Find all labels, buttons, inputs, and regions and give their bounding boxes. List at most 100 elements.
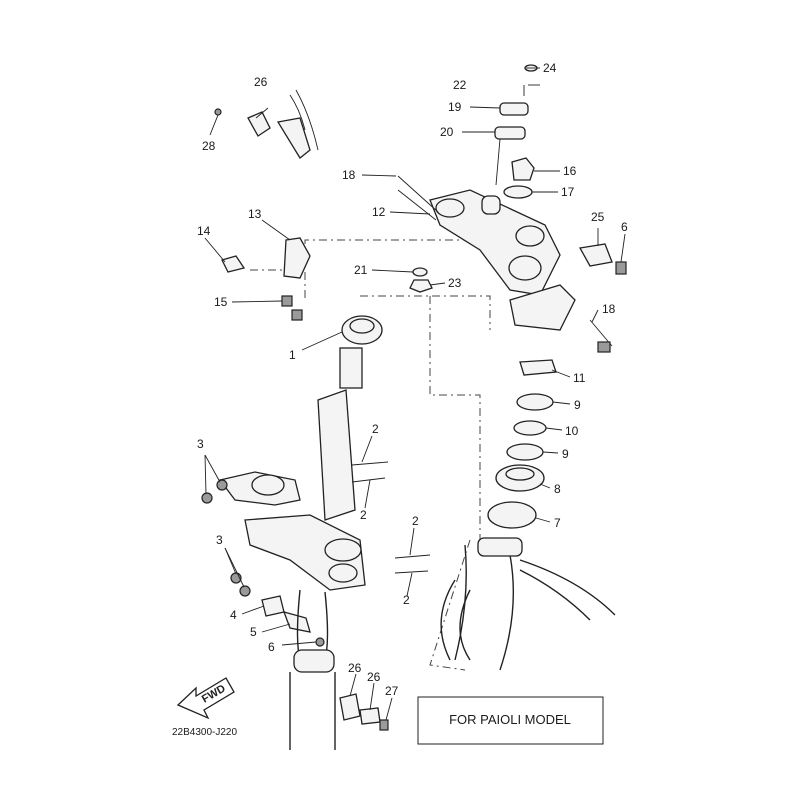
bolt-6	[615, 261, 627, 275]
callout-4: 4	[230, 608, 237, 622]
callout-27: 27	[385, 684, 399, 698]
callout-2b: 2	[360, 508, 367, 522]
callout-25: 25	[591, 210, 605, 224]
cover-11	[519, 359, 557, 376]
callout-9b: 9	[562, 447, 569, 461]
washer-21	[412, 267, 428, 277]
bracket-13	[283, 237, 311, 279]
callout-24: 24	[543, 61, 557, 75]
callout-26a: 26	[254, 75, 268, 89]
callout-26c: 26	[367, 670, 381, 684]
bolt-2	[394, 554, 431, 559]
bracket-26	[339, 693, 361, 721]
clip-5	[282, 611, 311, 633]
fork-leg	[289, 672, 336, 750]
guide-line	[360, 295, 491, 540]
callout-16: 16	[563, 164, 577, 178]
frame-tube	[440, 579, 471, 661]
callout-2c: 2	[412, 514, 419, 528]
callout-17: 17	[561, 185, 575, 199]
callout-18b: 18	[602, 302, 616, 316]
frame-head-pipe	[454, 544, 616, 671]
cable	[289, 89, 319, 151]
fork-hole	[324, 538, 362, 562]
callout-6a: 6	[621, 220, 628, 234]
bolt-27	[379, 719, 389, 731]
drawing-code: 22B4300-J220	[172, 727, 237, 738]
bolt-2	[351, 477, 386, 483]
nut-3	[239, 585, 251, 597]
guide-line	[429, 539, 471, 671]
boss	[481, 195, 501, 215]
bolt-15b	[291, 309, 303, 321]
screw-6	[315, 637, 325, 647]
under-bracket-hole	[251, 474, 285, 496]
guide-line	[304, 239, 470, 298]
callout-20: 20	[440, 125, 454, 139]
callout-7: 7	[554, 516, 561, 530]
callout-19: 19	[448, 100, 462, 114]
clamp-hole	[435, 198, 465, 218]
bolt-18	[397, 189, 437, 221]
cable-guide	[276, 117, 311, 159]
callout-23: 23	[448, 276, 462, 290]
bolt-2	[351, 461, 389, 466]
bolt-15	[281, 295, 293, 307]
callout-6b: 6	[268, 640, 275, 654]
head-pipe-top	[477, 537, 523, 557]
handle-holder-19	[499, 102, 529, 116]
callout-28: 28	[202, 139, 216, 153]
fork-clamp	[508, 255, 542, 281]
leader-lines	[204, 67, 626, 721]
washer-10	[513, 420, 547, 436]
callout-12: 12	[372, 205, 386, 219]
callout-9a: 9	[574, 398, 581, 412]
callout-3b: 3	[216, 533, 223, 547]
fork-hole-2	[328, 563, 358, 583]
callout-21: 21	[354, 263, 368, 277]
bolt-18	[397, 175, 439, 213]
nut-3	[216, 479, 228, 491]
bracket-26	[247, 111, 271, 137]
nut-16	[511, 157, 535, 181]
callout-15: 15	[214, 295, 228, 309]
stem-thread	[339, 347, 363, 389]
callout-11: 11	[573, 371, 586, 385]
callout-8: 8	[554, 482, 561, 496]
callout-2d: 2	[403, 593, 410, 607]
washer-17	[503, 185, 533, 199]
callout-22: 22	[453, 78, 467, 92]
screw-28	[214, 108, 222, 116]
clamp-25	[578, 243, 613, 267]
clamp-hole	[515, 225, 545, 247]
handle-holder-20	[494, 126, 526, 140]
bracket-4	[261, 595, 285, 617]
model-note-box	[417, 696, 604, 745]
bolt-2	[394, 570, 429, 574]
callout-14: 14	[197, 224, 211, 238]
bearing-7	[487, 501, 537, 529]
bearing-1-inner	[349, 318, 375, 334]
ring-nut-9	[516, 393, 554, 411]
model-note: FOR PAIOLI MODEL	[449, 712, 571, 727]
callout-18a: 18	[342, 168, 356, 182]
ring-nut-9b	[506, 443, 544, 461]
bolt-shaft	[495, 138, 501, 186]
callout-26b: 26	[348, 661, 362, 675]
nut-23	[409, 279, 433, 293]
bearing-8-inner	[505, 467, 535, 481]
callout-5: 5	[250, 625, 257, 639]
clip-14	[221, 255, 246, 273]
callout-1: 1	[289, 348, 296, 362]
steering-stem	[317, 389, 356, 521]
callout-2a: 2	[372, 422, 379, 436]
callout-3a: 3	[197, 437, 204, 451]
callout-13: 13	[248, 207, 262, 221]
fwd-arrow: FWD	[176, 677, 235, 720]
nut-3	[201, 492, 213, 504]
callout-10: 10	[565, 424, 579, 438]
meter-stay	[509, 284, 576, 331]
fork-collar	[293, 649, 335, 673]
